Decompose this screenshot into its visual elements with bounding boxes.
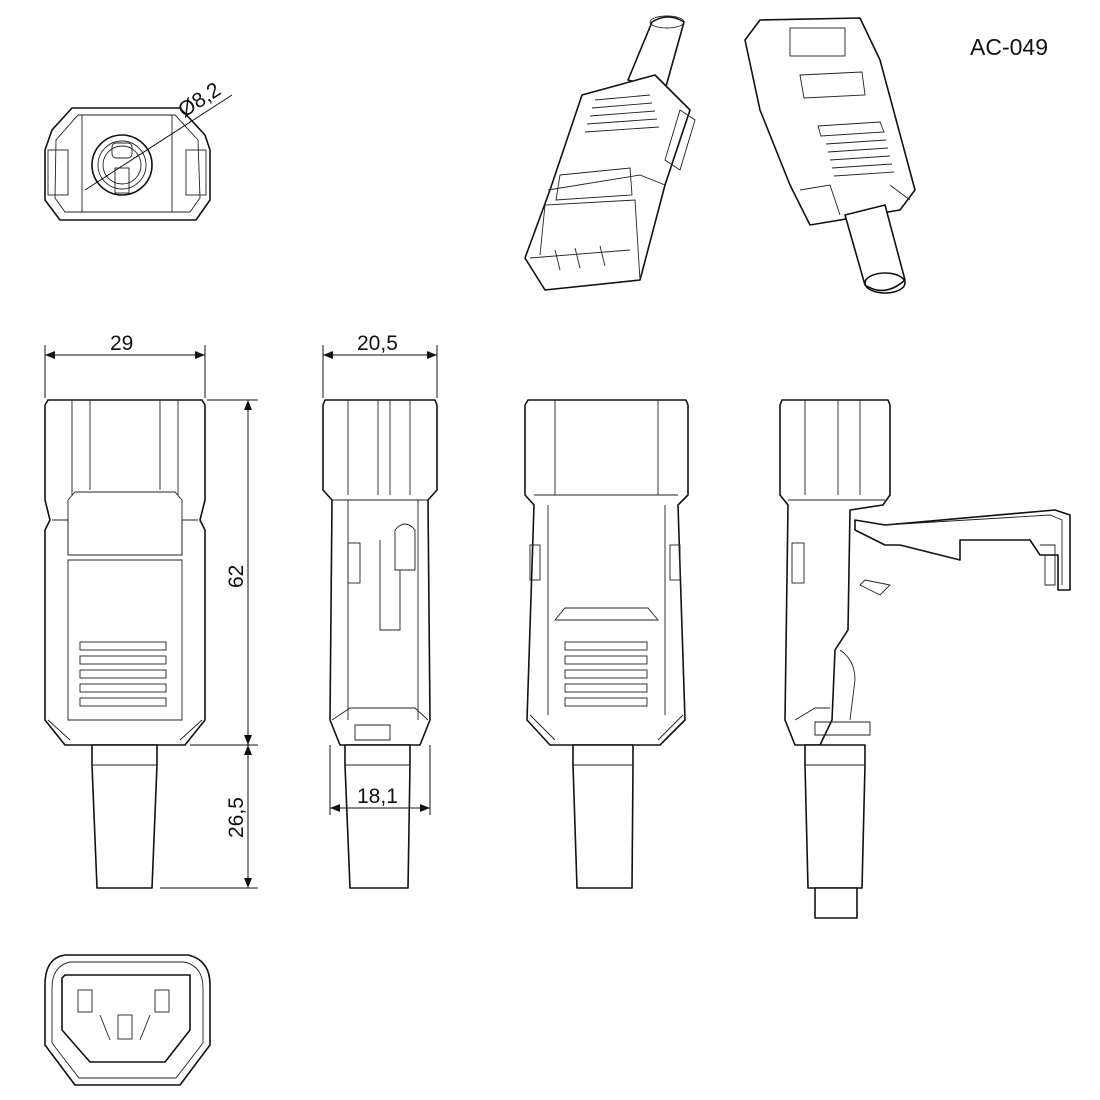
top-end-view: Ø8,2 bbox=[44, 78, 233, 221]
back-view bbox=[524, 399, 689, 889]
isometric-view-right bbox=[744, 17, 916, 294]
width-side-bottom-label: 18,1 bbox=[357, 785, 398, 808]
side-view-latch-open bbox=[779, 399, 1071, 919]
height-cable-label: 26,5 bbox=[225, 797, 248, 838]
isometric-view-left bbox=[524, 15, 696, 291]
height-body-label: 62 bbox=[225, 565, 248, 588]
side-view: 20,5 18,1 bbox=[322, 332, 438, 889]
part-number: AC-049 bbox=[970, 34, 1048, 60]
bottom-face-view bbox=[44, 954, 211, 1086]
front-view: 29 62 26,5 bbox=[44, 332, 258, 889]
width-side-label: 20,5 bbox=[357, 332, 398, 355]
width-front-label: 29 bbox=[110, 332, 133, 355]
